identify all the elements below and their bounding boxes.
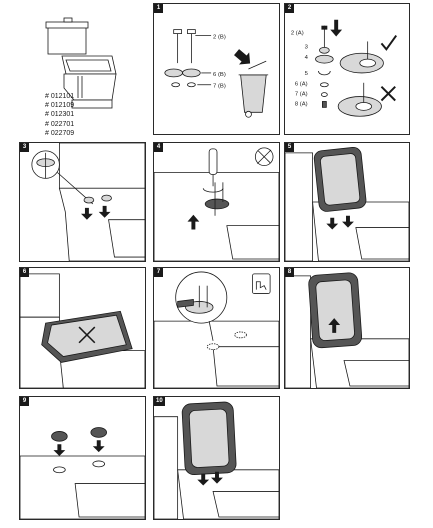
- part-label: 7 (A): [295, 92, 308, 98]
- step-8-panel: 8: [284, 267, 410, 389]
- step-number: 9: [20, 397, 29, 406]
- arrow-down-icon: [92, 440, 105, 453]
- cover-cap: [90, 427, 107, 438]
- product-code: # 012301: [45, 111, 75, 119]
- step-4-illustration: [154, 147, 279, 261]
- step-6-panel: 6: [19, 267, 146, 389]
- step-number: 1: [154, 4, 163, 13]
- arrow-down-icon: [330, 19, 343, 37]
- hand-icon: [252, 273, 271, 294]
- step-2-panel: 2 2 (A) 3 4 5 6 (A) 7 (A) 8 (A): [284, 3, 410, 135]
- step-number: 2: [285, 4, 294, 13]
- part-label: 3: [305, 44, 309, 50]
- step-number: 3: [20, 143, 29, 152]
- bin-icon: [238, 60, 269, 118]
- step-6-illustration: [20, 273, 145, 388]
- step-10-illustration: [154, 401, 279, 519]
- part-label: 6 (A): [295, 82, 308, 88]
- step-number: 7: [154, 268, 163, 277]
- screwdriver-icon: [208, 148, 218, 187]
- step-5-illustration: [285, 146, 409, 261]
- part-label: 8 (A): [295, 101, 308, 107]
- arrow-down-icon: [53, 444, 66, 457]
- adjust-arrows-icon: [78, 326, 96, 344]
- product-code: # 022701: [45, 120, 75, 128]
- step-5-panel: 5: [284, 142, 410, 262]
- product-code: # 022709: [45, 129, 75, 137]
- step-number: 8: [285, 268, 294, 277]
- parts-b-illustration: 2 (B) 6 (B) 7 (B): [164, 29, 269, 118]
- product-overview: # 012101 # 012109 # 012301 # 022701 # 02…: [20, 4, 145, 138]
- rotate-arrow-icon: [202, 188, 224, 193]
- check-icon: [380, 34, 398, 51]
- arrow-up-icon: [187, 214, 200, 230]
- product-code: # 012109: [45, 102, 75, 110]
- step-number: 6: [20, 268, 29, 277]
- step-number: 4: [154, 143, 163, 152]
- step-9-panel: 9: [19, 396, 146, 520]
- arrow-down-icon: [211, 471, 223, 484]
- toilet-illustration: [45, 17, 117, 109]
- part-label: 6 (B): [213, 72, 226, 78]
- part-label: 2 (B): [213, 34, 226, 40]
- cover-cap: [51, 431, 68, 442]
- step-9-illustration: [20, 427, 145, 519]
- cross-icon: [380, 86, 396, 102]
- part-label: 4: [305, 55, 309, 61]
- bolt-icon: [173, 29, 196, 64]
- part-label: 5: [305, 71, 309, 77]
- step-3-panel: 3: [19, 142, 146, 262]
- product-code-list: # 012101 # 012109 # 012301 # 022701 # 02…: [45, 92, 74, 138]
- step-1-panel: 1 2 (B) 6 (B) 7 (B): [153, 3, 280, 135]
- arrow-up-icon: [328, 318, 341, 333]
- arrow-down-icon: [197, 473, 210, 486]
- step-10-panel: 10: [153, 396, 280, 520]
- part-label: 7 (B): [213, 84, 226, 90]
- step-7-panel: 7: [153, 267, 280, 389]
- step-8-illustration: [285, 272, 409, 388]
- step-7-illustration: [154, 271, 279, 388]
- step-number: 10: [154, 397, 165, 406]
- product-code: # 012101: [45, 93, 75, 100]
- step-3-illustration: [31, 143, 145, 261]
- arrow-down-icon: [81, 207, 93, 220]
- arrow-down-icon: [234, 49, 251, 65]
- part-label: 2 (A): [291, 31, 304, 37]
- step-4-panel: 4: [153, 142, 280, 262]
- step-number: 5: [285, 143, 294, 152]
- parts-a-illustration: 2 (A) 3 4 5 6 (A) 7 (A) 8 (A): [291, 19, 398, 117]
